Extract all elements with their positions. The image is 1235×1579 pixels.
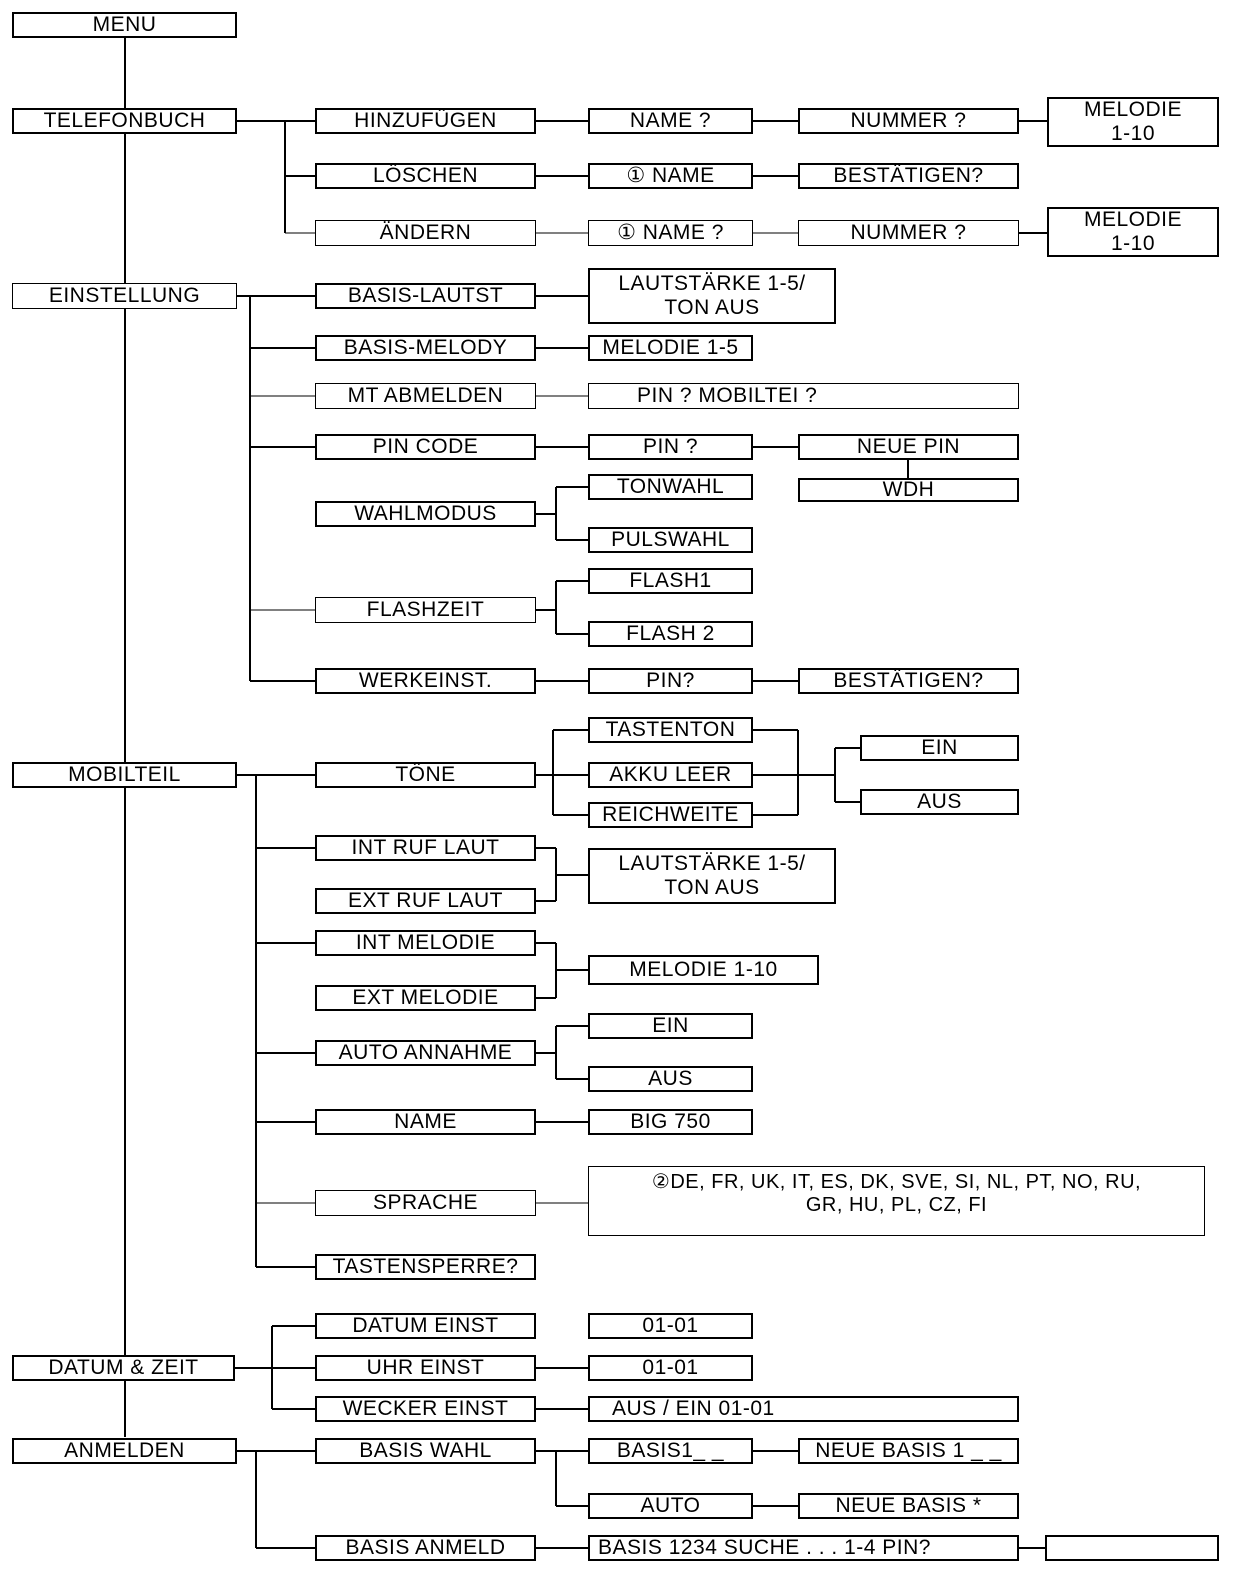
flash1-node: FLASH1 [588, 568, 753, 594]
mobilteil-node: MOBILTEIL [12, 762, 237, 788]
ein-node: EIN [860, 735, 1019, 761]
ein-node: EIN [588, 1013, 753, 1039]
basis-lautst-node: BASIS-LAUTST [315, 283, 536, 309]
aendern-name-node: ① NAME ? [588, 220, 753, 246]
basis-melody-node: BASIS-MELODY [315, 335, 536, 361]
sprache-node: SPRACHE [315, 1190, 536, 1216]
datum-value-node: 01-01 [588, 1313, 753, 1339]
melodie-1-10-node: MELODIE 1-10 [1047, 207, 1219, 257]
pin-mobilteil-text: PIN ? MOBILTEI ? [637, 383, 818, 407]
wecker-value-node: AUS / EIN 01-01 [588, 1396, 1019, 1422]
lautstaerke-node: LAUTSTÄRKE 1-5/ TON AUS [588, 268, 836, 324]
pin-mobilteil-node: PIN ? MOBILTEI ? [588, 383, 1019, 409]
pin-code-node: PIN CODE [315, 434, 536, 460]
flashzeit-node: FLASHZEIT [315, 597, 536, 623]
pin-prompt-node: PIN? [588, 668, 753, 694]
tastensperre-node: TASTENSPERRE? [315, 1254, 536, 1280]
basis-suche-node: BASIS 1234 SUCHE . . . 1-4 PIN? [588, 1535, 1019, 1561]
aendern-node: ÄNDERN [315, 220, 536, 246]
aendern-nummer-node: NUMMER ? [798, 220, 1019, 246]
neue-pin-node: NEUE PIN [798, 434, 1019, 460]
tonwahl-node: TONWAHL [588, 474, 753, 500]
melodie-1-10-node: MELODIE 1-10 [588, 955, 819, 985]
melodie-1-10-node: MELODIE 1-10 [1047, 97, 1219, 147]
hinzufuegen-node: HINZUFÜGEN [315, 108, 536, 134]
wahlmodus-node: WAHLMODUS [315, 501, 536, 527]
nummer-prompt-node: NUMMER ? [798, 108, 1019, 134]
datum-zeit-node: DATUM & ZEIT [12, 1355, 235, 1381]
toene-node: TÖNE [315, 762, 536, 788]
uhr-value-node: 01-01 [588, 1355, 753, 1381]
basis-anmeld-node: BASIS ANMELD [315, 1535, 536, 1561]
pulswahl-node: PULSWAHL [588, 527, 753, 553]
bestaetigen-node: BESTÄTIGEN? [798, 163, 1019, 189]
werkeinst-node: WERKEINST. [315, 668, 536, 694]
empty-node [1045, 1535, 1219, 1561]
loeschen-node: LÖSCHEN [315, 163, 536, 189]
basis1-node: BASIS1_ _ [588, 1438, 753, 1464]
lautstaerke-node: LAUTSTÄRKE 1-5/ TON AUS [588, 848, 836, 904]
wecker-einst-node: WECKER EINST [315, 1396, 536, 1422]
flash2-node: FLASH 2 [588, 621, 753, 647]
wecker-value-text: AUS / EIN 01-01 [612, 1396, 775, 1420]
menu-node: MENU [12, 12, 237, 38]
telefonbuch-node: TELEFONBUCH [12, 108, 237, 134]
anmelden-node: ANMELDEN [12, 1438, 237, 1464]
wdh-node: WDH [798, 478, 1019, 502]
neue-basis1-node: NEUE BASIS 1 _ _ [798, 1438, 1019, 1464]
ext-melodie-node: EXT MELODIE [315, 985, 536, 1011]
auto-node: AUTO [588, 1493, 753, 1519]
int-ruf-laut-node: INT RUF LAUT [315, 835, 536, 861]
mt-abmelden-node: MT ABMELDEN [315, 383, 536, 409]
pin-prompt-node: PIN ? [588, 434, 753, 460]
einstellung-node: EINSTELLUNG [12, 283, 237, 309]
datum-einst-node: DATUM EINST [315, 1313, 536, 1339]
tastenton-node: TASTENTON [588, 717, 753, 743]
loeschen-name-node: ① NAME [588, 163, 753, 189]
aus-node: AUS [588, 1066, 753, 1092]
uhr-einst-node: UHR EINST [315, 1355, 536, 1381]
auto-annahme-node: AUTO ANNAHME [315, 1040, 536, 1066]
basis-wahl-node: BASIS WAHL [315, 1438, 536, 1464]
neue-basis-star-node: NEUE BASIS * [798, 1493, 1019, 1519]
name-prompt-node: NAME ? [588, 108, 753, 134]
big750-node: BIG 750 [588, 1109, 753, 1135]
name-node: NAME [315, 1109, 536, 1135]
reichweite-node: REICHWEITE [588, 802, 753, 828]
melodie-1-5-node: MELODIE 1-5 [588, 335, 753, 361]
basis-suche-text: BASIS 1234 SUCHE . . . 1-4 PIN? [598, 1535, 931, 1559]
int-melodie-node: INT MELODIE [315, 930, 536, 956]
akku-leer-node: AKKU LEER [588, 762, 753, 788]
languages-node: ②DE, FR, UK, IT, ES, DK, SVE, SI, NL, PT… [588, 1166, 1205, 1236]
aus-node: AUS [860, 789, 1019, 815]
ext-ruf-laut-node: EXT RUF LAUT [315, 888, 536, 914]
bestaetigen-node: BESTÄTIGEN? [798, 668, 1019, 694]
